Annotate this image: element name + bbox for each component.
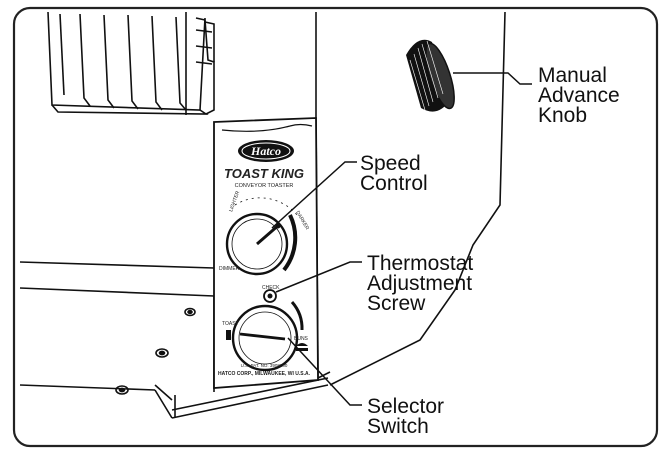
product-subtitle: CONVEYOR TOASTER [235,183,294,189]
callout-thermostat-line2: Adjustment [367,272,472,295]
conveyor-rack [47,11,215,115]
callout-thermostat-adjustment-screw: Thermostat Adjustment Screw [367,252,473,315]
callout-manual-line3: Knob [538,104,587,127]
callout-speed-line1: Speed [360,152,421,175]
callout-selector-line1: Selector [367,395,444,418]
selector-label-buns: BUNS [294,336,309,342]
product-name: TOAST KING [224,166,304,181]
hatco-logo: Hatco [238,140,294,162]
selector-label-check: CHECK [262,285,280,291]
callout-speed-line2: Control [360,172,428,195]
speed-label-dimmer: DIMMER [219,266,240,272]
thermostat-screw: CHECK [262,285,280,303]
callout-speed-control: Speed Control [360,152,428,195]
callout-thermostat-line3: Screw [367,292,426,315]
callout-leaders [271,72,532,406]
selector-switch-dial: TOAST BUNS [222,301,309,372]
selector-label-toast: TOAST [222,321,239,327]
leader-manual-advance-knob [453,72,532,85]
speed-control-dial: LIGHTER DARKER DIMMER [219,190,310,276]
callout-manual-line2: Advance [538,84,620,107]
leader-speed-control [271,161,357,229]
diagram-frame [12,6,659,448]
panel-footer-patent: U.S. PAT. NO. 3908000 [241,363,288,368]
callout-manual-advance-knob: Manual Advance Knob [538,64,620,127]
callout-selector-line2: Switch [367,415,429,438]
leader-selector-switch [287,337,362,406]
manual-advance-knob [406,39,455,112]
panel-footer-address: HATCO CORP., MILWAUKEE, WI U.S.A. [218,371,311,377]
logo-text: Hatco [250,144,281,158]
callout-selector-switch: Selector Switch [367,395,444,438]
callout-thermostat-line1: Thermostat [367,252,473,275]
leader-thermostat-screw [275,261,362,293]
callout-manual-line1: Manual [538,64,607,87]
